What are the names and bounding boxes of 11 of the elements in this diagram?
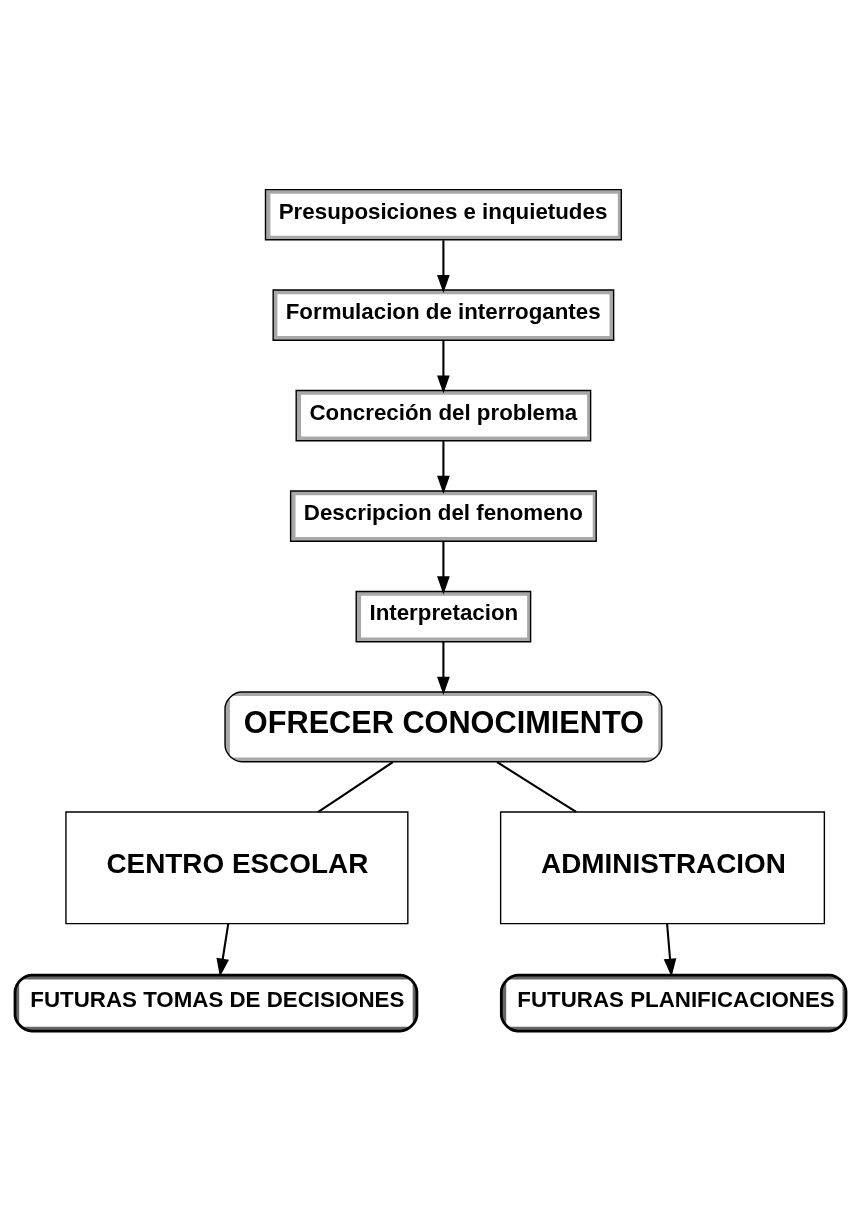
node-box: CENTRO ESCOLAR	[65, 810, 409, 924]
arrow	[437, 340, 450, 394]
node-box: ADMINISTRACION	[499, 810, 826, 924]
connector	[317, 760, 394, 813]
arrow	[216, 923, 230, 977]
arrow	[437, 641, 450, 695]
arrow	[437, 541, 450, 594]
arrow	[437, 440, 450, 494]
arrow	[437, 239, 450, 293]
arrow	[663, 923, 677, 977]
connector	[496, 760, 577, 813]
